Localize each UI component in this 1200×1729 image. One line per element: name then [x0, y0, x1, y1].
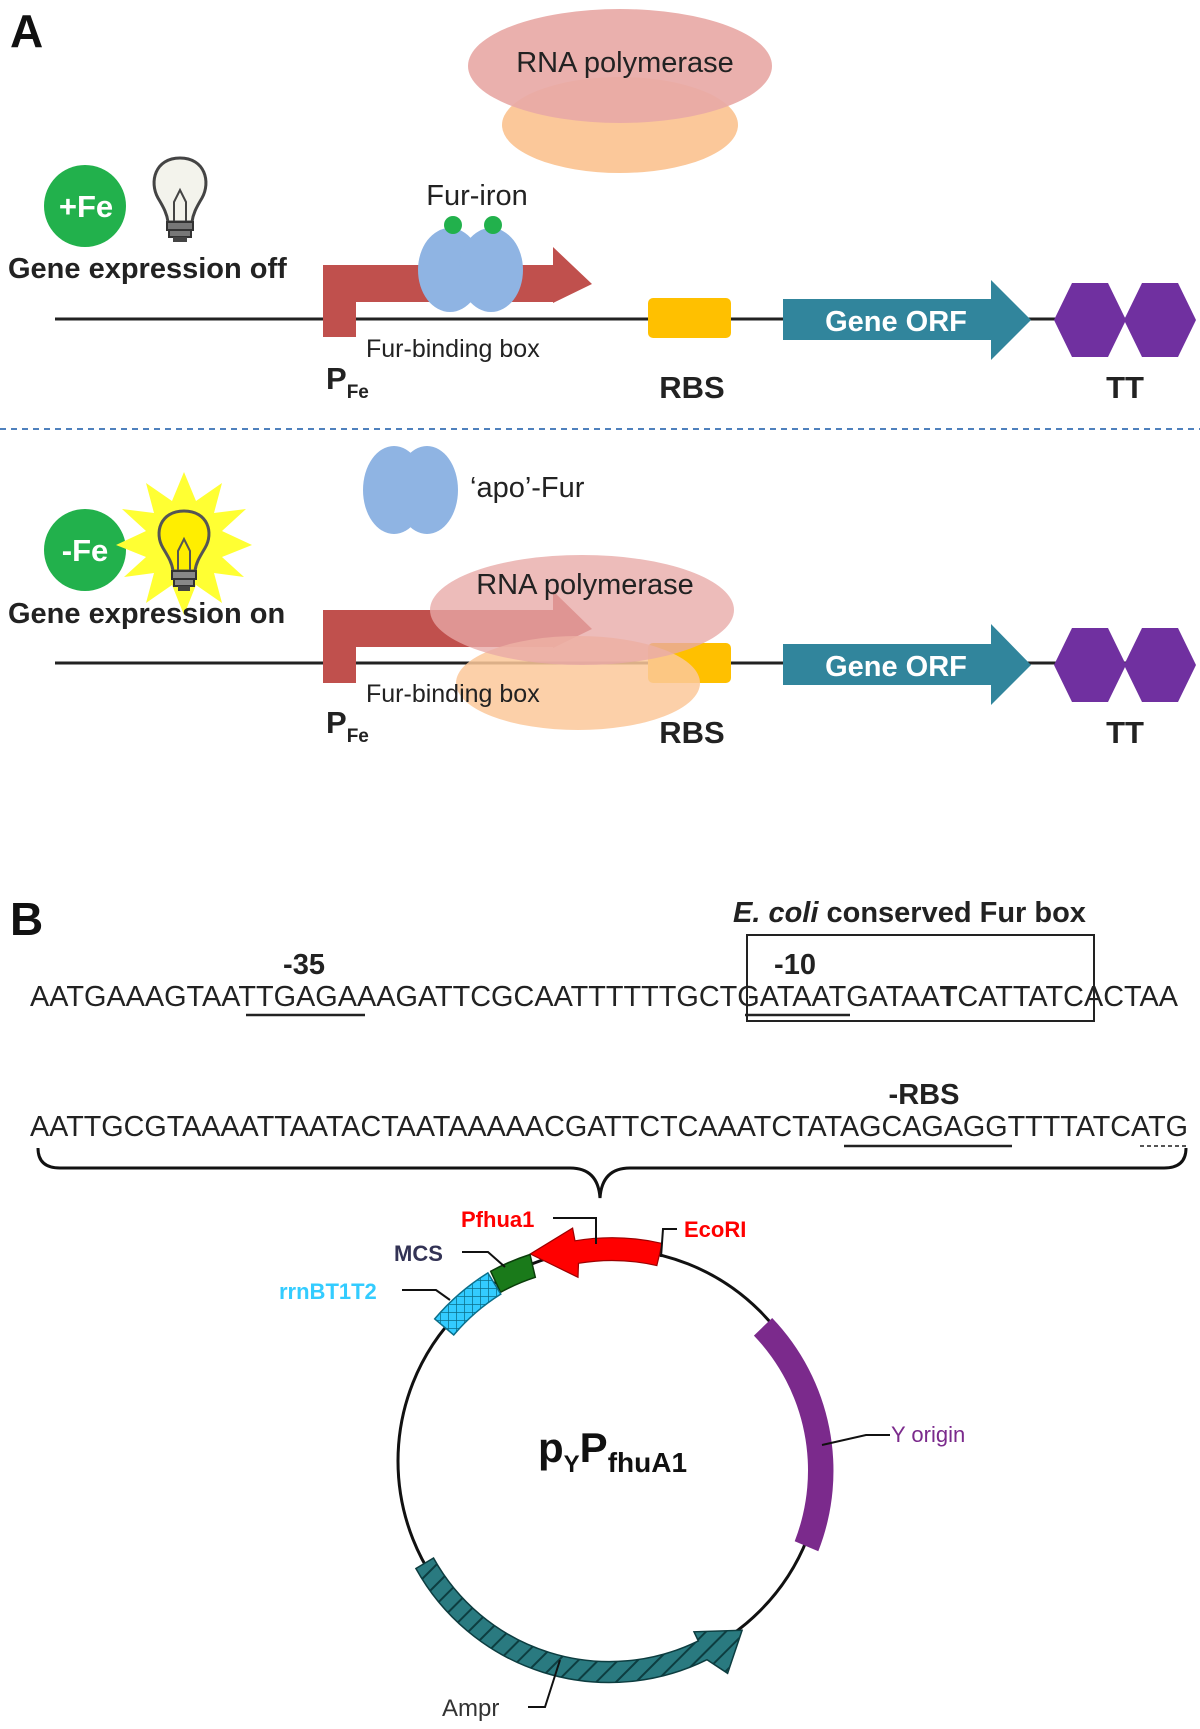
fe-badge-plus [44, 165, 126, 247]
mcs-label: MCS [394, 1241, 443, 1266]
iron-ion-right [484, 216, 502, 234]
fe-badge-minus [44, 509, 126, 591]
lightbulb-off-icon [152, 156, 208, 242]
ecori-label: EcoRI [684, 1217, 746, 1242]
rna-polymerase-label-bottom: RNA polymerase [476, 569, 694, 601]
terminator-label-bottom: TT [1106, 715, 1144, 750]
rbs-label-bottom: RBS [659, 715, 724, 750]
ampr-leader [528, 1659, 561, 1708]
terminator-hex-1-bottom [1054, 628, 1126, 702]
ecori-leader [660, 1228, 677, 1258]
minus-10-label: -10 [774, 949, 816, 981]
lightbulb-on-icon [116, 472, 252, 615]
rna-polymerase-top [468, 9, 772, 123]
fur-box-title: E. coli conserved Fur box [733, 897, 1086, 929]
panel-a-label: A [10, 5, 43, 57]
plasmid-name: pYPfhuA1 [538, 1424, 687, 1478]
fur-dimer-right-top [459, 228, 523, 312]
fur-box-frame [746, 934, 1095, 1022]
terminator-hex-2-bottom [1124, 628, 1196, 702]
sequence-brace [36, 1147, 1188, 1199]
iron-ion-left [444, 216, 462, 234]
y-origin-arc [753, 1318, 834, 1552]
gene-expression-off-text: Gene expression off [8, 253, 287, 285]
gene-orf-label-top: Gene ORF [825, 306, 967, 338]
fe-badge-plus-label: +Fe [59, 189, 113, 224]
gene-expression-on-text: Gene expression on [8, 598, 285, 630]
rrnbt1t2-block [433, 1271, 502, 1337]
gene-orf-label-bottom: Gene ORF [825, 651, 967, 683]
terminator-label-top: TT [1106, 370, 1144, 405]
rna-polymerase-bottom [430, 555, 734, 665]
promoter-label-top: PFe [326, 361, 369, 403]
fur-binding-box-label-bottom: Fur-binding box [366, 680, 540, 708]
yorigin-label: Y origin [891, 1422, 965, 1447]
gene-orf-arrow-bottom [783, 624, 1031, 705]
mcs-leader [462, 1251, 506, 1268]
rbs-sequence-label: -RBS [889, 1079, 960, 1111]
rrnb-leader [402, 1289, 451, 1301]
apo-fur-label: ‘apo’-Fur [470, 472, 585, 504]
apo-fur-right [396, 446, 458, 534]
pfhua1-label: Pfhua1 [461, 1207, 534, 1232]
panel-b-label: B [10, 893, 43, 945]
rbs-label-top: RBS [659, 370, 724, 405]
fur-binding-box-label-top: Fur-binding box [366, 335, 540, 363]
pfhua1-leader [553, 1217, 597, 1244]
terminator-hex-1-top [1054, 283, 1126, 357]
promoter-label-bottom: PFe [326, 705, 369, 747]
sequence-line-2: AATTGCGTAAAATTAATACTAATAAAAACGATTCTCAAAT… [30, 1111, 1188, 1143]
ampr-label: Ampr [442, 1695, 499, 1722]
rbs-box-top [648, 298, 731, 338]
minus-35-label: -35 [283, 949, 325, 981]
ampr-arrow [414, 1556, 744, 1684]
terminator-hex-2-top [1124, 283, 1196, 357]
yorigin-leader [821, 1434, 890, 1446]
gene-orf-arrow-top [783, 280, 1031, 360]
rrnbt1t2-label: rrnBT1T2 [279, 1279, 377, 1304]
fe-badge-minus-label: -Fe [62, 533, 109, 568]
rna-polymerase-label-top: RNA polymerase [516, 47, 734, 79]
fur-iron-label: Fur-iron [426, 180, 528, 212]
